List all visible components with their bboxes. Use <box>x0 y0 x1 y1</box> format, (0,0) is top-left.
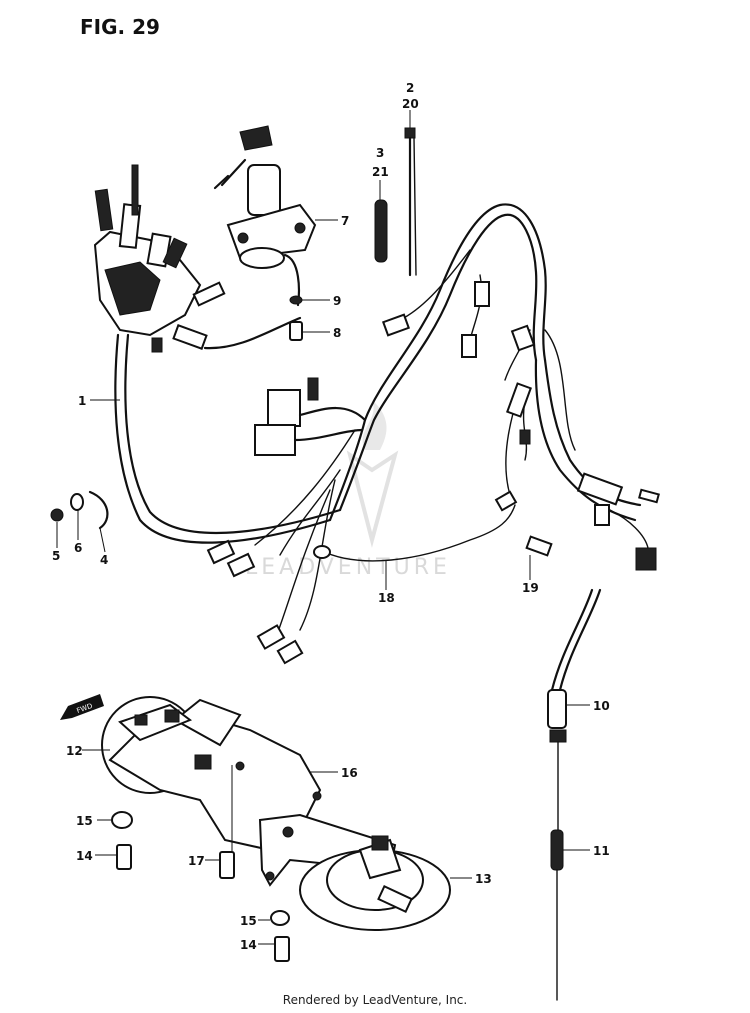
callout-6: 6 <box>74 541 82 555</box>
callout-20: 20 <box>402 97 419 111</box>
front-direction-arrow: FWD <box>60 694 104 720</box>
callout-21: 21 <box>372 165 389 179</box>
callout-17: 17 <box>188 854 205 868</box>
ignition-switch <box>213 125 317 307</box>
callout-4: 4 <box>100 553 108 567</box>
callout-7: 7 <box>341 214 349 228</box>
washer <box>111 811 133 829</box>
callout-3: 3 <box>376 146 384 160</box>
callout-10: 10 <box>593 699 610 713</box>
callout-1: 1 <box>78 394 86 408</box>
band-clamp <box>404 127 417 277</box>
callout-12: 12 <box>66 744 83 758</box>
ground-lead <box>547 588 602 1001</box>
footer-credit: Rendered by LeadVenture, Inc. <box>282 993 468 1007</box>
washer <box>270 910 290 926</box>
callout-18: 18 <box>378 591 395 605</box>
callout-19: 19 <box>522 581 539 595</box>
callout-13: 13 <box>475 872 492 886</box>
callout-11: 11 <box>593 844 610 858</box>
callout-5: 5 <box>52 549 60 563</box>
callout-15-left: 15 <box>76 814 93 828</box>
callout-8: 8 <box>333 326 341 340</box>
callout-15-right: 15 <box>240 914 257 928</box>
bolt <box>219 851 235 879</box>
callout-14-right: 14 <box>240 938 257 952</box>
washer <box>70 493 84 511</box>
washer <box>289 295 303 305</box>
bolt <box>274 936 290 962</box>
callout-16: 16 <box>341 766 358 780</box>
connector-cap <box>525 535 553 557</box>
callout-labels: 1 2 20 3 21 7 9 8 5 6 4 18 19 10 11 12 1… <box>52 81 610 952</box>
callout-14-left: 14 <box>76 849 93 863</box>
wiring-harness <box>93 164 660 665</box>
bolt <box>116 844 132 870</box>
harness-relay-block <box>254 377 367 456</box>
harness-connector-bundle <box>93 164 226 353</box>
bolt <box>50 508 64 522</box>
screw <box>289 321 303 341</box>
leader-lines <box>56 110 590 945</box>
callout-9: 9 <box>333 294 341 308</box>
clamp <box>88 490 109 530</box>
callout-2: 2 <box>406 81 414 95</box>
horn-bracket-assembly <box>101 696 451 931</box>
figure-title: FIG. 29 <box>80 15 160 39</box>
wire-cover <box>374 199 388 263</box>
